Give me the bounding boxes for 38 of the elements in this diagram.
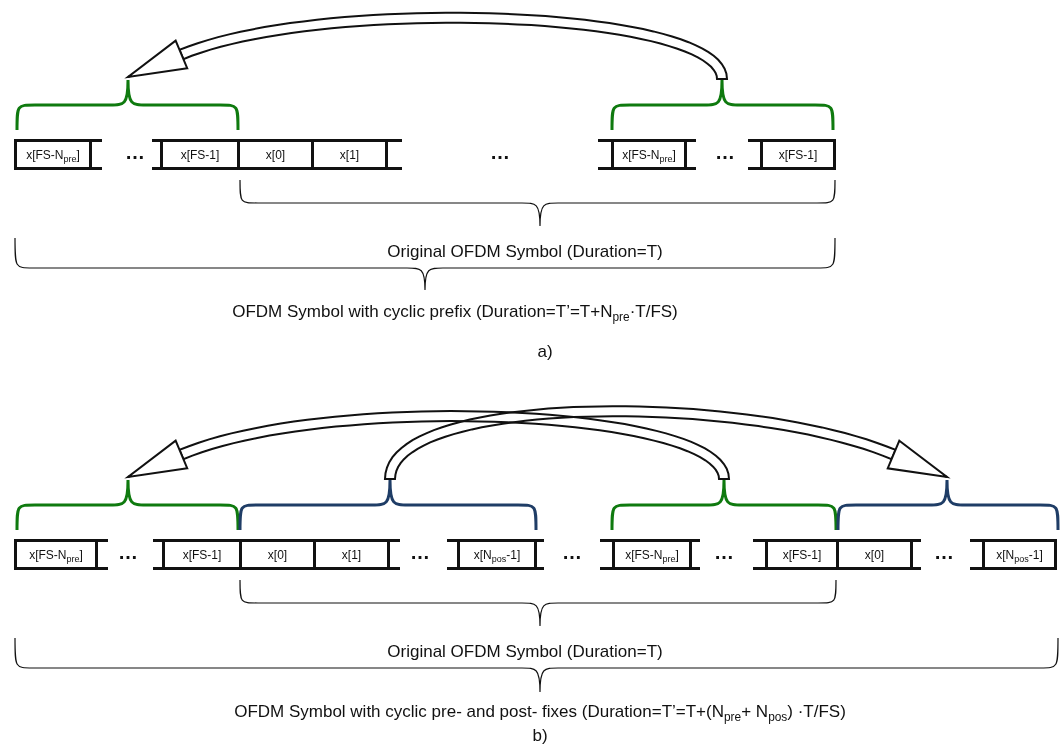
curly-brace [610, 478, 838, 530]
sample-cell: x[FS-N$_{pre}$] [14, 539, 98, 570]
sample-cell: x[0] [239, 539, 316, 570]
sample-cell: x[0] [237, 139, 314, 170]
sample-cell: x[N$_{pos}$-1] [457, 539, 537, 570]
sample-cell: x[FS-1] [162, 539, 242, 570]
curly-brace [610, 78, 835, 130]
curved-arrow [127, 11, 728, 80]
ellipsis: … [125, 140, 145, 164]
curly-brace [238, 478, 538, 530]
sample-cell: x[1] [313, 539, 390, 570]
sample-cell: x[FS-N$_{pre}$] [612, 539, 692, 570]
caption-text: b) [532, 726, 548, 747]
ellipsis: … [714, 540, 734, 564]
caption-text: OFDM Symbol with cyclic prefix (Duration=T’=T+N$_{pre}$·T/FS) [232, 302, 678, 323]
sample-cell: x[FS-N$_{pre}$] [14, 139, 92, 170]
ellipsis: … [410, 540, 430, 564]
sample-cell: x[N$_{pos}$-1] [982, 539, 1057, 570]
ellipsis: … [934, 540, 954, 564]
sample-cell: x[1] [311, 139, 388, 170]
ellipsis: … [562, 540, 582, 564]
curly-brace [15, 478, 240, 530]
ellipsis: … [715, 140, 735, 164]
curly-brace [836, 478, 1060, 530]
sample-cell: x[FS-1] [760, 139, 836, 170]
caption-text: OFDM Symbol with cyclic pre- and post- fixes (Duration=T’=T+(N$_{pre}$+ N$_{pos}$) ·T/FS) [234, 702, 846, 723]
caption-text: a) [537, 342, 553, 363]
curly-brace [15, 78, 240, 130]
curved-arrow [127, 410, 730, 480]
sample-cell: x[FS-1] [160, 139, 240, 170]
caption-text: Original OFDM Symbol (Duration=T) [387, 242, 663, 263]
ellipsis: … [118, 540, 138, 564]
sample-cell: x[FS-N$_{pre}$] [611, 139, 687, 170]
ellipsis: … [490, 140, 510, 164]
curved-arrow [384, 405, 948, 480]
caption-text: Original OFDM Symbol (Duration=T) [387, 642, 663, 663]
sample-cell: x[FS-1] [765, 539, 839, 570]
sample-cell: x[0] [836, 539, 913, 570]
